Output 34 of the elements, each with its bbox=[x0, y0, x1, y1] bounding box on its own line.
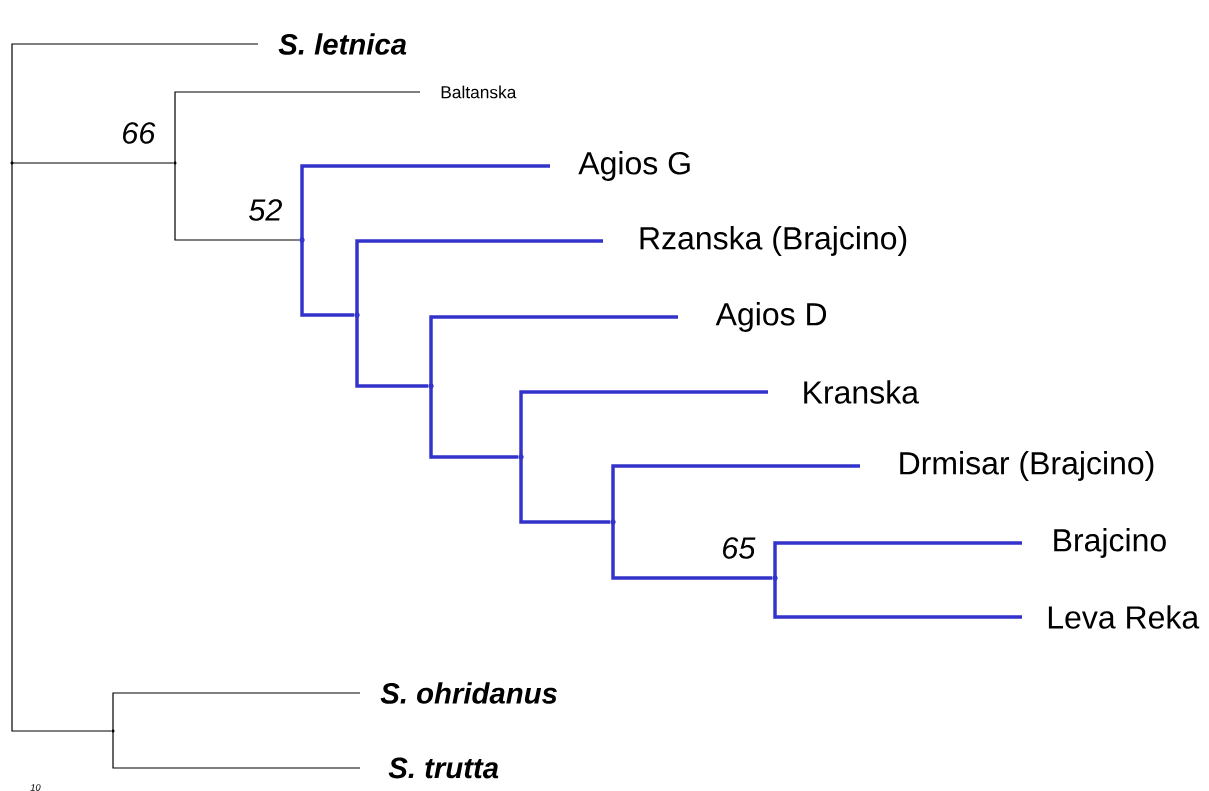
tree-branch bbox=[355, 239, 603, 315]
taxon-label: Drmisar (Brajcino) bbox=[900, 451, 1154, 481]
tree-branch bbox=[611, 522, 773, 580]
scale-label: 10 bbox=[30, 784, 41, 791]
bootstrap-value: 52 bbox=[249, 199, 282, 221]
tree-branch bbox=[300, 240, 355, 317]
bootstrap-value: 66 bbox=[123, 122, 156, 144]
taxon-label: Agios G bbox=[578, 151, 690, 181]
bootstrap-value: 65 bbox=[723, 537, 756, 559]
tree-branch bbox=[429, 315, 678, 386]
tree-branch bbox=[11, 162, 174, 164]
taxon-label: Kranska bbox=[804, 380, 919, 404]
tree-branch bbox=[11, 43, 259, 164]
tree-branch bbox=[300, 164, 550, 240]
tree-branch bbox=[611, 464, 860, 522]
taxon-label: Baltanska bbox=[441, 85, 517, 99]
tree-branch bbox=[519, 457, 611, 524]
tree-branch bbox=[519, 390, 768, 457]
tree-branch bbox=[773, 578, 1022, 619]
tree-branch bbox=[174, 162, 300, 241]
taxon-label: Leva Reka bbox=[1048, 605, 1200, 629]
taxon-label: Brajcino bbox=[1054, 528, 1166, 558]
taxon-label: Rzanska (Brajcino) bbox=[640, 226, 907, 256]
taxon-label: Agios D bbox=[715, 302, 827, 332]
tree-branch bbox=[174, 91, 421, 164]
tree-branch bbox=[11, 162, 112, 732]
tree-branch bbox=[112, 692, 361, 732]
tree-branch bbox=[429, 386, 519, 459]
taxon-label: S. ohridanus bbox=[380, 682, 557, 704]
tree-branch bbox=[355, 315, 429, 388]
tree-branch bbox=[773, 541, 1022, 578]
tree-branch bbox=[112, 730, 361, 769]
taxon-label: S. trutta bbox=[388, 757, 499, 779]
taxon-label: S. letnica bbox=[278, 33, 407, 55]
